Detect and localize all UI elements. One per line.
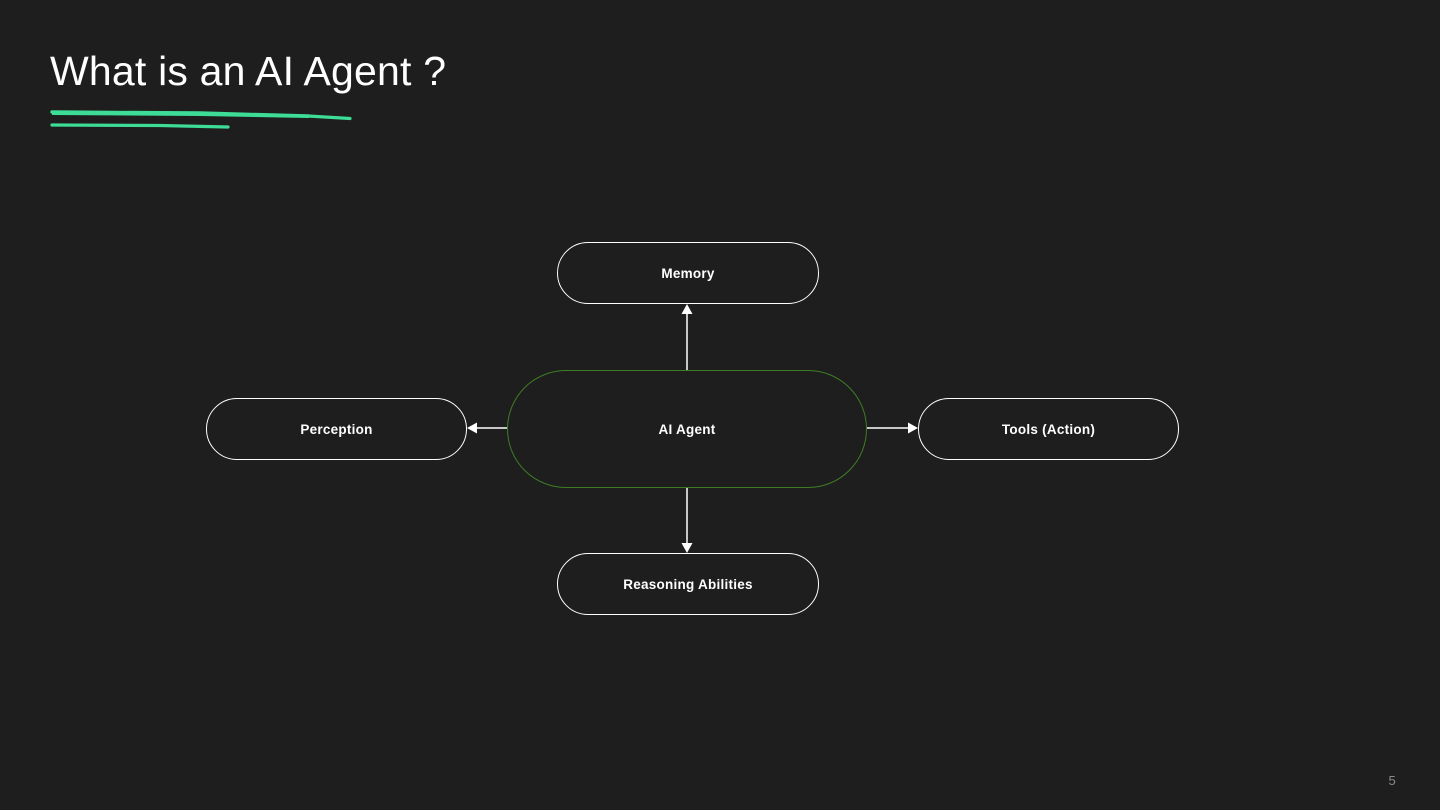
diagram-node-reasoning-abilities[interactable]: Reasoning Abilities [557,553,819,615]
diagram-node-tools-action[interactable]: Tools (Action) [918,398,1179,460]
diagram-node-ai-agent[interactable]: AI Agent [507,370,867,488]
diagram-node-memory[interactable]: Memory [557,242,819,304]
diagram-node-perception[interactable]: Perception [206,398,467,460]
page-title: What is an AI Agent ? [50,48,447,94]
title-underline-accent [50,110,352,129]
edge-agent-to-memory [681,304,693,370]
edge-agent-to-perception [467,422,508,434]
page-number: 5 [1388,773,1396,788]
title-block: What is an AI Agent ? [50,48,750,138]
edge-agent-to-tools [867,422,918,434]
edge-agent-to-reasoning [681,488,693,553]
